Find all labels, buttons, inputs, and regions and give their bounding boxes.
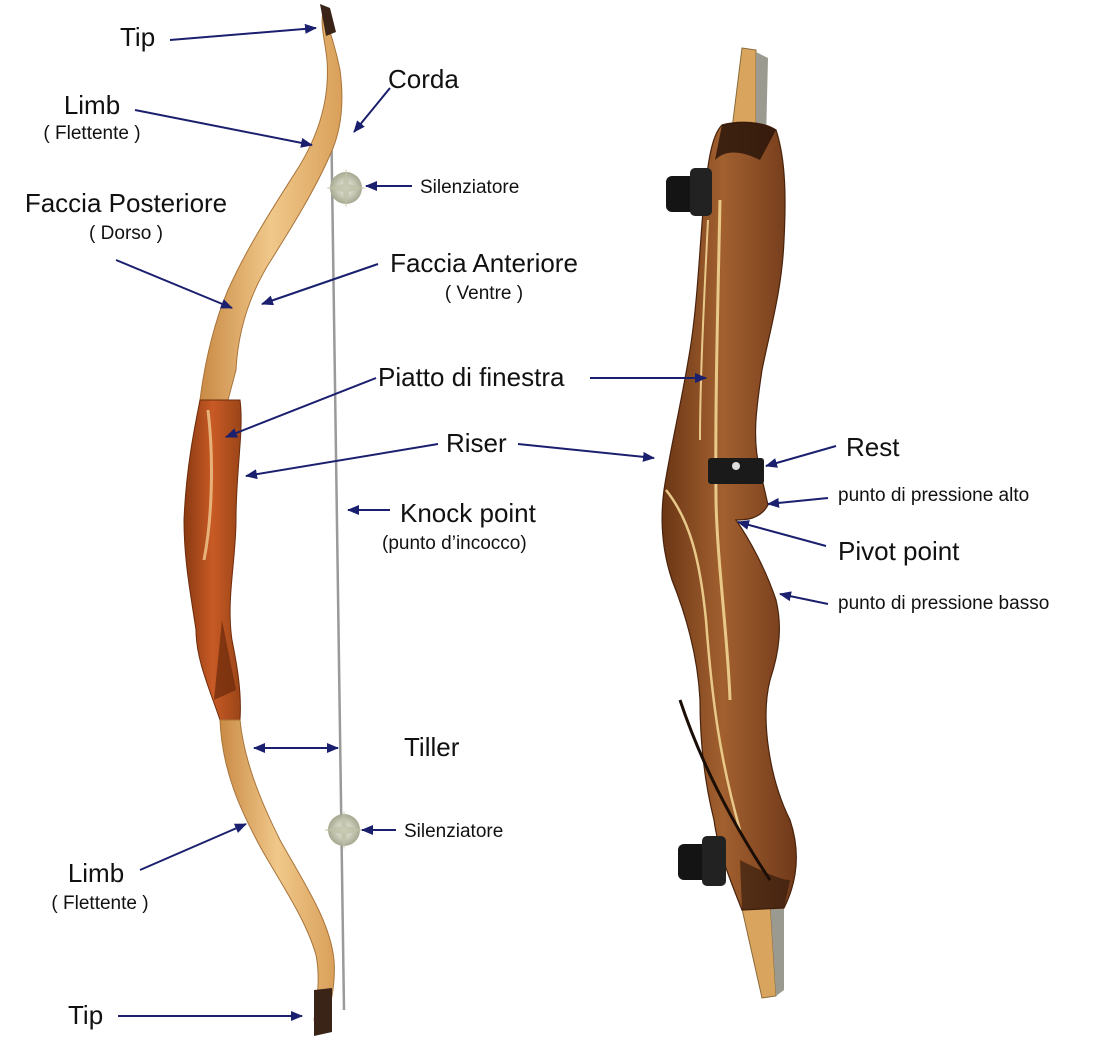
arrow-piatto-di-finestra-left	[225, 377, 377, 438]
arrow-tip-top	[169, 23, 317, 41]
riser-bottom-shadow	[740, 860, 790, 910]
label-rest: Rest	[846, 432, 900, 462]
arrow-riser-right	[517, 443, 655, 462]
riser-closeup-illustration	[661, 47, 797, 999]
riser-laminate-line	[202, 409, 213, 561]
label-silenziatore-top: Silenziatore	[420, 177, 520, 198]
arrow-pivot-point	[737, 520, 827, 547]
laminate-line-1	[714, 199, 732, 701]
arrow-limb-top	[134, 109, 313, 148]
lower-tip	[314, 988, 332, 1036]
label-faccia-posteriore: Faccia Posteriore	[24, 188, 228, 218]
label-pivot-point: Pivot point	[838, 536, 960, 566]
label-limb-bottom-sub: ( Flettente )	[51, 893, 149, 914]
arrow-punto-pressione-basso	[779, 591, 829, 605]
riser-top-shadow	[715, 122, 776, 160]
lower-stabilizer-bushing	[678, 836, 726, 886]
label-corda: Corda	[388, 64, 459, 94]
riser-body	[183, 399, 242, 721]
riser-shadow	[214, 620, 236, 700]
recurve-bow-illustration	[183, 4, 366, 1036]
laminate-line-2	[699, 219, 709, 441]
label-riser: Riser	[446, 428, 507, 458]
label-faccia-anteriore: Faccia Anteriore	[390, 248, 578, 278]
arrow-limb-bottom	[139, 823, 247, 871]
label-knock-point: Knock point	[400, 498, 536, 528]
riser-lower-limb-stub	[739, 899, 777, 999]
lower-limb	[219, 719, 335, 1026]
leader-lines	[115, 23, 837, 1021]
label-silenziatore-bottom: Silenziatore	[404, 821, 504, 842]
riser-wood-body	[661, 121, 797, 911]
label-faccia-anteriore-sub: ( Ventre )	[444, 283, 524, 304]
arrow-rest	[708, 458, 764, 484]
riser-upper-limb-edge	[756, 52, 768, 140]
label-tip-top: Tip	[120, 22, 156, 52]
label-tip-bottom: Tip	[68, 1000, 104, 1030]
arrow-faccia-anteriore	[261, 263, 379, 306]
arrow-faccia-posteriore	[115, 259, 233, 309]
laminate-line-4	[678, 699, 772, 881]
label-piatto-di-finestra: Piatto di finestra	[378, 362, 565, 392]
label-faccia-posteriore-sub: ( Dorso )	[89, 223, 163, 244]
label-limb-top: Limb	[63, 90, 121, 120]
label-limb-bottom: Limb	[67, 858, 125, 888]
label-punto-pressione-alto: punto di pressione alto	[838, 485, 1030, 506]
arrow-rest	[765, 445, 837, 468]
laminate-line-3	[665, 489, 742, 831]
arrow-punto-pressione-alto	[767, 497, 829, 508]
label-tiller: Tiller	[404, 732, 460, 762]
silencer-top	[326, 168, 366, 208]
riser-lower-limb-edge	[770, 900, 784, 996]
bowstring	[328, 37, 346, 1011]
label-limb-top-sub: ( Flettente )	[43, 123, 141, 144]
arrow-corda	[353, 87, 391, 133]
upper-tip	[320, 4, 336, 36]
silencer-bottom	[324, 810, 364, 850]
arrow-riser-left	[245, 443, 439, 480]
upper-stabilizer-bushing	[666, 168, 712, 216]
label-knock-point-sub: (punto d’incocco)	[382, 533, 527, 554]
label-punto-pressione-basso: punto di pressione basso	[838, 593, 1050, 614]
